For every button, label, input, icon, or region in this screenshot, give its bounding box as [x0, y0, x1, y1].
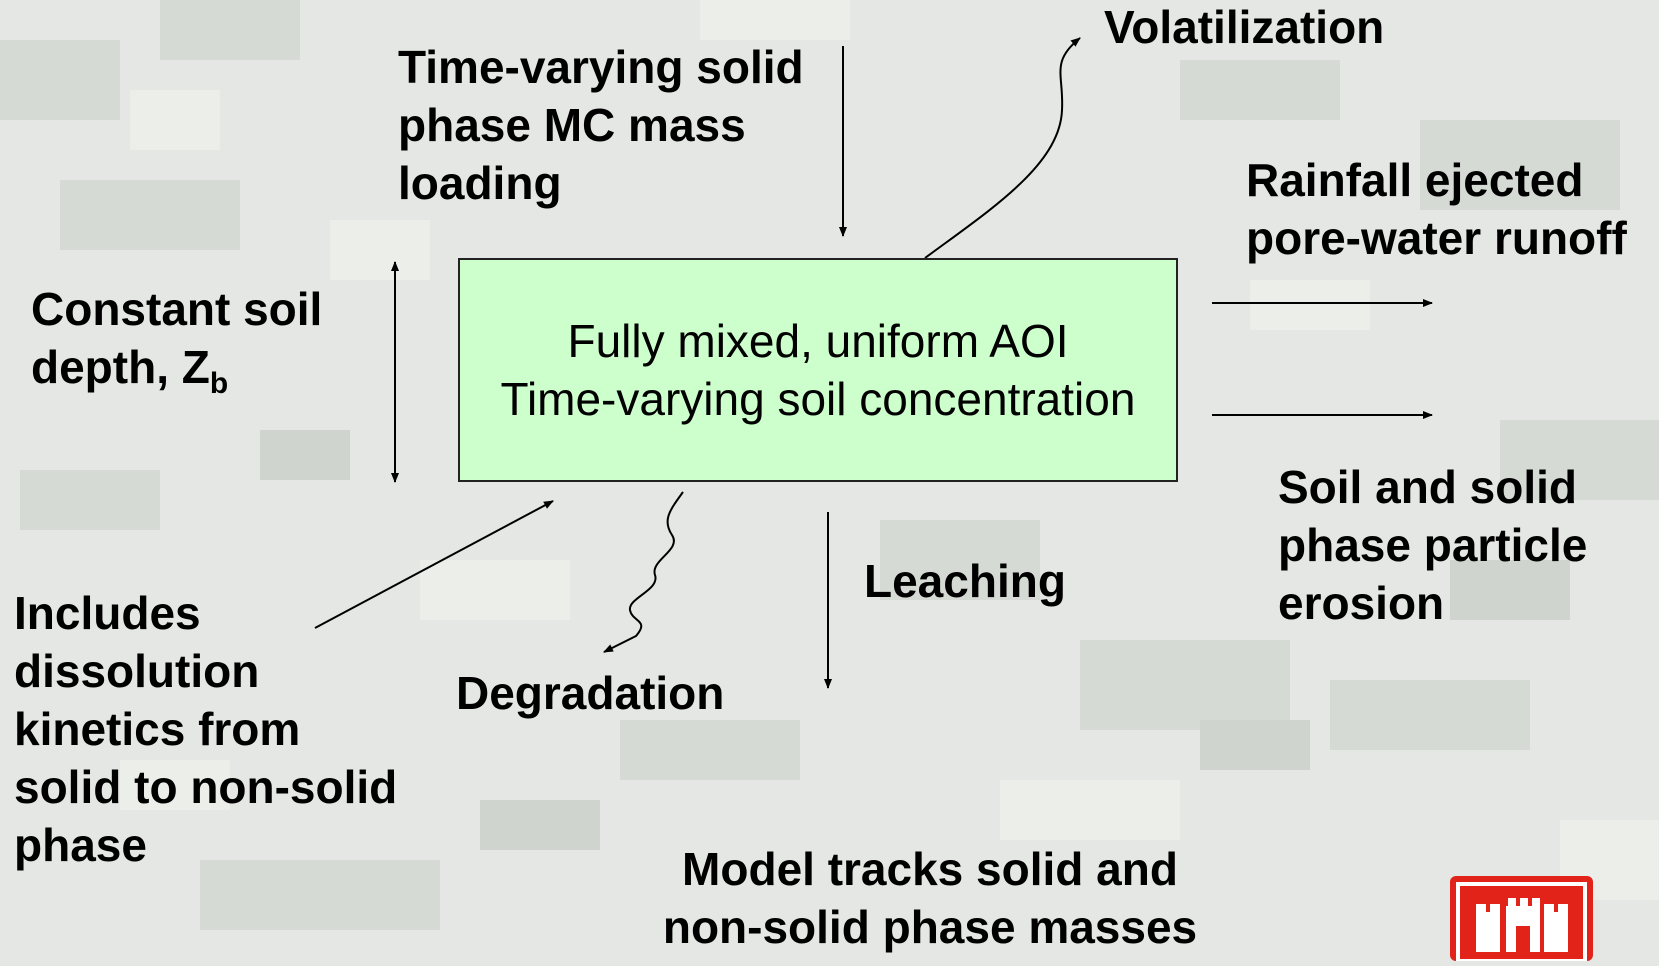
degradation-label: Degradation — [456, 667, 725, 719]
degradation-arrow — [603, 491, 684, 653]
loading-label: Time-varying solid phase MC mass loading — [398, 41, 804, 209]
depth-line2: depth, Z — [31, 341, 210, 393]
box-line-1: Fully mixed, uniform AOI — [567, 315, 1069, 367]
depth-label: Constant soil depth, Zb — [31, 283, 323, 401]
leaching-label: Leaching — [864, 555, 1066, 607]
dissolution-label: Includes dissolution kinetics from solid… — [14, 587, 398, 871]
volatilization-arrow — [924, 37, 1081, 259]
tracks-label: Model tracks solid and non-solid phase m… — [662, 843, 1198, 953]
volatilization-label: Volatilization — [1104, 1, 1385, 53]
dissolution-arrow — [314, 500, 554, 629]
depth-subscript: b — [209, 367, 229, 401]
soil-compartment-box: Fully mixed, uniform AOI Time-varying so… — [458, 258, 1178, 482]
castle-logo-icon — [1450, 876, 1593, 963]
erosion-label: Soil and solid phase particle erosion — [1278, 461, 1588, 629]
runoff-label: Rainfall ejected pore-water runoff — [1246, 154, 1627, 264]
box-line-2: Time-varying soil concentration — [500, 373, 1136, 425]
